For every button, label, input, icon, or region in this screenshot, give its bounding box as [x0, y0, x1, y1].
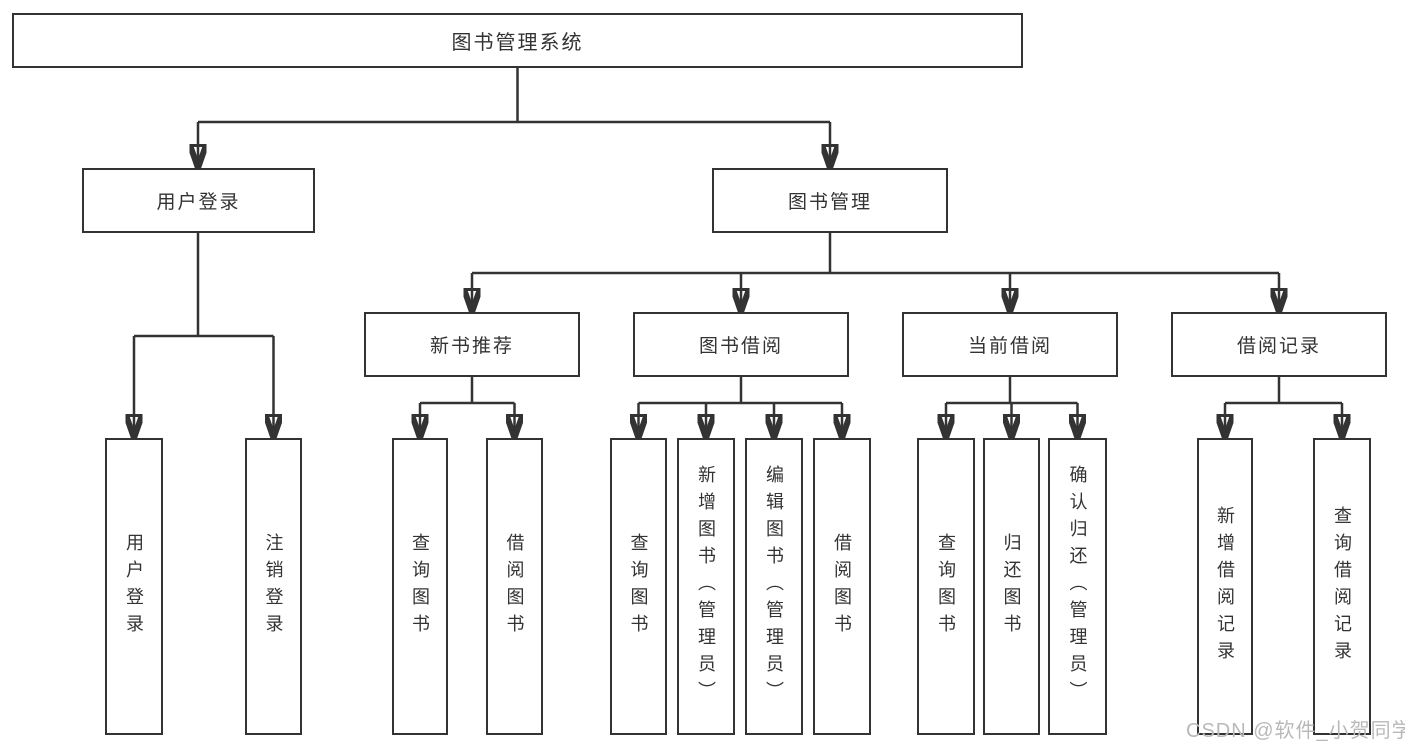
node-user-login: 用户登录 [82, 168, 315, 233]
connector-book-management [472, 233, 1279, 275]
connector-borrow-records [1225, 377, 1342, 405]
node-bb-edit-book-admin: 编辑图书（管理员） [745, 438, 803, 735]
node-borrow-records: 借阅记录 [1171, 312, 1387, 377]
node-cb-query-books: 查询图书 [917, 438, 975, 735]
node-cb-confirm-return-admin: 确认归还（管理员） [1048, 438, 1107, 735]
node-library-system: 图书管理系统 [12, 13, 1023, 68]
connector-current-borrowing [946, 377, 1078, 405]
connector-book-borrowing [638, 377, 842, 405]
node-br-query-record: 查询借阅记录 [1313, 438, 1371, 735]
csdn-watermark: CSDN @软件_小贺同学 [1186, 720, 1405, 742]
connector-root [198, 68, 830, 124]
connector-user-login [134, 233, 274, 338]
node-br-add-record: 新增借阅记录 [1197, 438, 1253, 735]
node-new-book-recommend: 新书推荐 [364, 312, 580, 377]
node-logout-leaf: 注销登录 [245, 438, 302, 735]
node-rec-borrow-books: 借阅图书 [486, 438, 543, 735]
node-bb-query-books: 查询图书 [610, 438, 667, 735]
node-book-management: 图书管理 [712, 168, 948, 233]
node-bb-borrow-books: 借阅图书 [813, 438, 871, 735]
node-user-login-leaf: 用户登录 [105, 438, 163, 735]
node-book-borrowing: 图书借阅 [633, 312, 849, 377]
node-bb-add-book-admin: 新增图书（管理员） [677, 438, 735, 735]
node-rec-query-books: 查询图书 [392, 438, 448, 735]
node-current-borrowing: 当前借阅 [902, 312, 1118, 377]
node-cb-return-book: 归还图书 [983, 438, 1040, 735]
connector-new-book-recommend [420, 377, 515, 405]
